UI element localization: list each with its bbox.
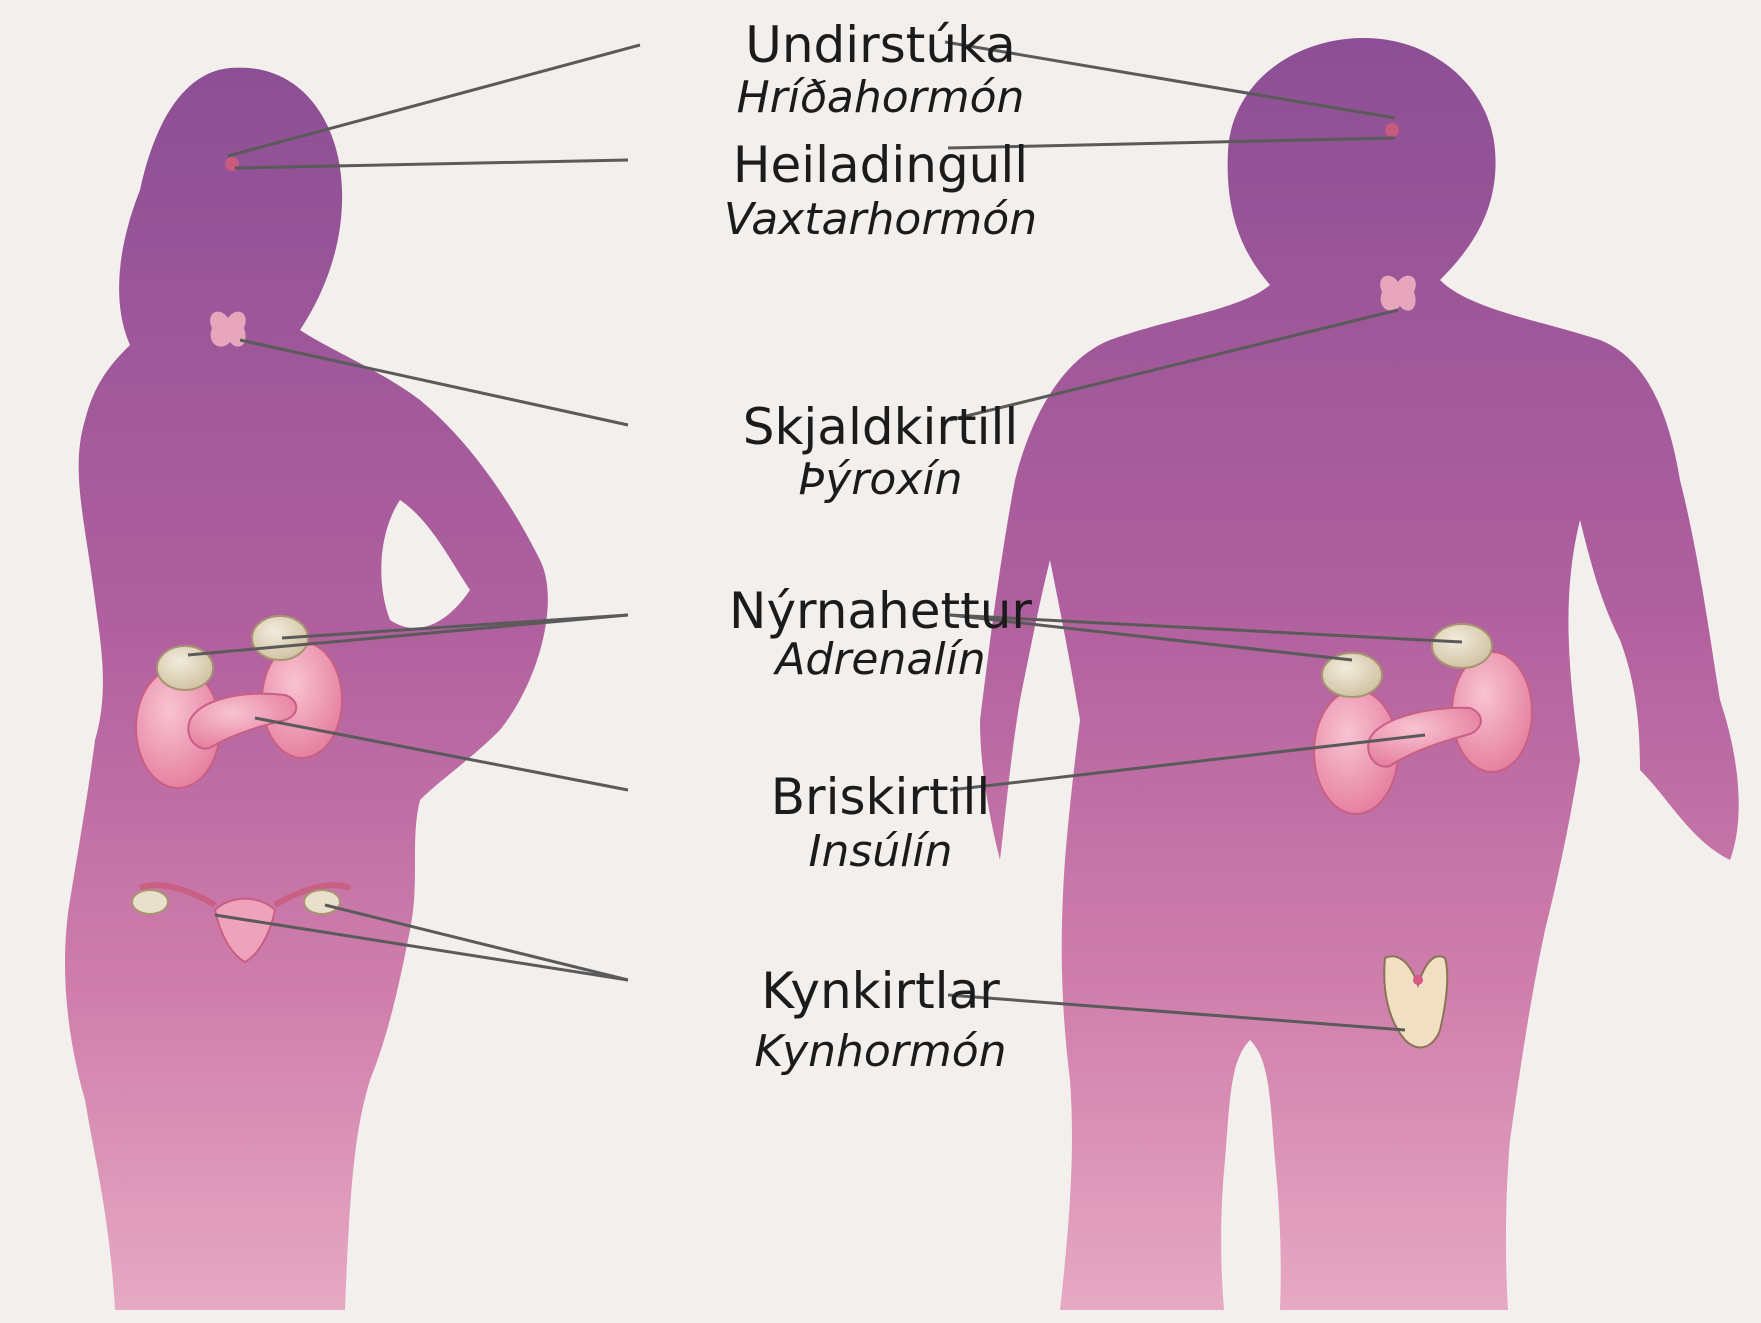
male-pituitary-icon	[1385, 123, 1399, 137]
gland-name-hypothalamus: Undirstúka	[0, 20, 1761, 70]
hormone-name-gonads: Kynhormón	[0, 1030, 1761, 1074]
hormone-name-pancreas: Insúlín	[0, 830, 1761, 874]
gland-name-adrenal: Nýrnahettur	[0, 586, 1761, 636]
gland-name-thyroid: Skjaldkirtill	[0, 402, 1761, 452]
gland-name-pancreas: Briskirtill	[0, 772, 1761, 822]
gland-name-pituitary: Heiladingull	[0, 140, 1761, 190]
hormone-name-adrenal: Adrenalín	[0, 638, 1761, 682]
hormone-name-thyroid: Þýroxín	[0, 458, 1761, 502]
hormone-name-pituitary: Vaxtarhormón	[0, 198, 1761, 242]
gland-name-gonads: Kynkirtlar	[0, 966, 1761, 1016]
hormone-name-hypothalamus: Hríðahormón	[0, 76, 1761, 120]
